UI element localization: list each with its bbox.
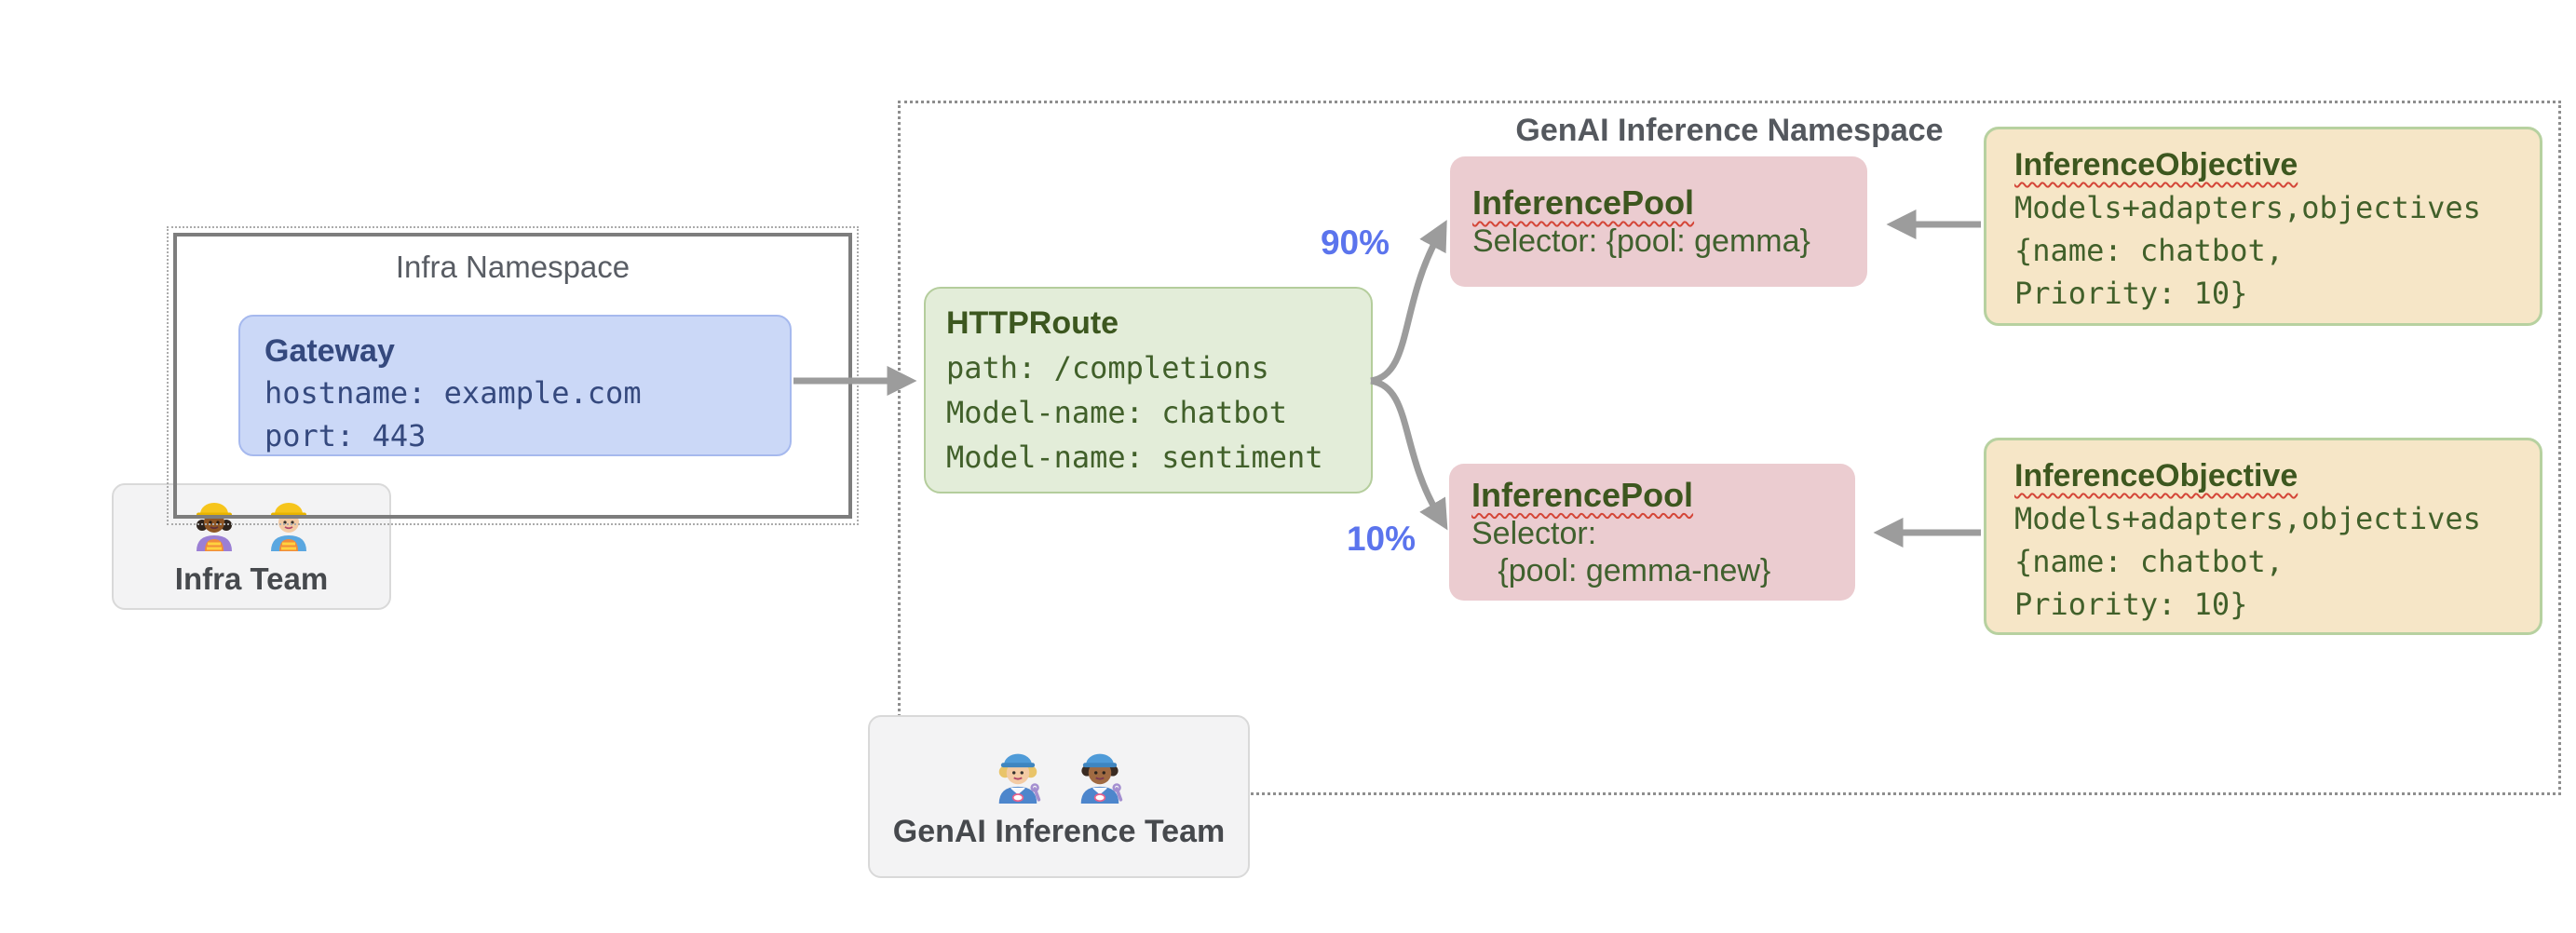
httproute-model-1: Model-name: chatbot (946, 395, 1288, 430)
infra-namespace-label: Infra Namespace (395, 250, 630, 284)
inference-pool-bottom-selector-value: {pool: gemma-new} (1471, 552, 1771, 588)
inference-pool-bottom-node: InferencePool Selector: {pool: gemma-new… (1449, 464, 1855, 601)
httproute-path: path: /completions (946, 350, 1269, 385)
gateway-node: Gateway hostname: example.com port: 443 (238, 315, 792, 456)
httproute-node: HTTPRoute path: /completions Model-name:… (924, 287, 1373, 494)
inference-objective-top-node: InferenceObjective Models+adapters,objec… (1984, 127, 2542, 326)
inference-objective-bottom-line-3: Priority: 10} (2014, 587, 2248, 622)
genai-namespace-label: GenAI Inference Namespace (1515, 113, 1944, 148)
mechanic-icon (989, 744, 1047, 808)
inference-objective-bottom-line-2: {name: chatbot, (2014, 544, 2284, 579)
inference-objective-bottom-node: InferenceObjective Models+adapters,objec… (1984, 438, 2542, 635)
inference-pool-bottom-selector: Selector: (1471, 515, 1597, 551)
inference-pool-top-node: InferencePool Selector: {pool: gemma} (1450, 156, 1867, 287)
httproute-model-2: Model-name: sentiment (946, 439, 1323, 475)
inference-objective-top-line-2: {name: chatbot, (2014, 233, 2284, 268)
genai-namespace-box: GenAI Inference Namespace (898, 101, 2561, 795)
httproute-title: HTTPRoute (946, 305, 1119, 341)
traffic-weight-10: 10% (1346, 520, 1417, 558)
inference-objective-top-line-1: Models+adapters,objectives (2014, 190, 2481, 225)
genai-team-label: GenAI Inference Team (892, 813, 1226, 849)
inference-objective-top-title: InferenceObjective (2014, 147, 2298, 183)
inference-pool-top-selector: Selector: {pool: gemma} (1472, 223, 1810, 259)
infra-namespace-box: Infra Namespace (167, 226, 859, 525)
mechanic-icon (1071, 744, 1129, 808)
gateway-port: port: 443 (264, 418, 427, 453)
inference-pool-top-title: InferencePool (1472, 183, 1695, 222)
construction-worker-icon (189, 497, 239, 556)
inference-objective-bottom-line-1: Models+adapters,objectives (2014, 501, 2481, 536)
inference-objective-top-line-3: Priority: 10} (2014, 276, 2248, 311)
gateway-title: Gateway (264, 333, 395, 369)
inference-pool-bottom-title: InferencePool (1471, 475, 1694, 514)
genai-team-box: GenAI Inference Team (868, 715, 1250, 878)
infra-team-label: Infra Team (174, 561, 329, 596)
traffic-weight-90: 90% (1320, 223, 1390, 262)
gateway-hostname: hostname: example.com (264, 375, 642, 411)
inference-objective-bottom-title: InferenceObjective (2014, 458, 2298, 494)
